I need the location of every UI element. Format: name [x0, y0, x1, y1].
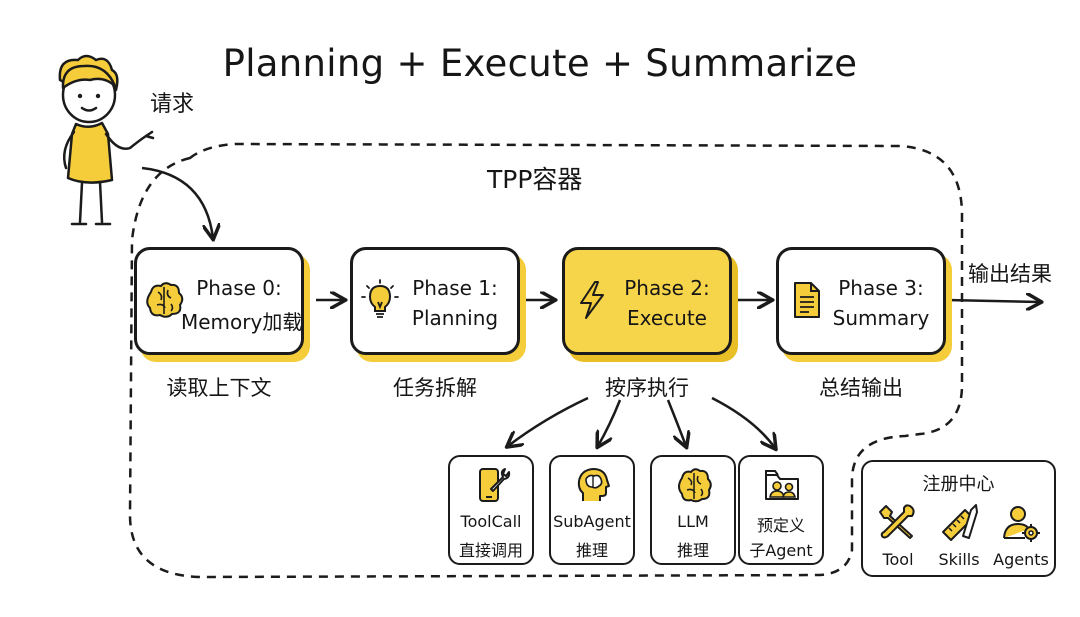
arrow-to-subagent: [598, 399, 622, 446]
output-label: 输出结果: [968, 262, 1052, 286]
phase-3-subtitle: Summary: [832, 306, 930, 330]
pencil-ruler-icon: [942, 504, 978, 541]
document-icon: [794, 282, 820, 318]
phase-0-title: Phase 0:: [196, 276, 282, 300]
mode-toolcall-line2: 直接调用: [458, 541, 523, 560]
mode-subagent-line2: 推理: [575, 541, 608, 560]
brain-icon: [146, 282, 184, 318]
request-label: 请求: [150, 92, 195, 117]
phase-2-box: Phase 2: Execute: [562, 247, 732, 355]
mode-llm: LLM 推理: [650, 455, 736, 565]
tpp-container-outline: [128, 142, 964, 579]
head-brain-icon: [577, 468, 610, 501]
registry-center: 注册中心 Tool Skills Agents: [861, 460, 1056, 577]
page-title: Planning + Execute + Summarize: [222, 42, 858, 85]
brain-icon: [678, 468, 712, 503]
request-arrow: [141, 166, 213, 238]
registry-item-agents: Agents: [991, 502, 1051, 569]
registry-item-tool: Tool: [868, 502, 928, 569]
registry-title: 注册中心: [922, 474, 995, 495]
mode-llm-line1: LLM: [677, 512, 709, 531]
phase-1-box: Phase 1: Planning: [350, 247, 520, 355]
lightbulb-icon: [361, 279, 399, 318]
registry-label-skills: Skills: [938, 550, 980, 569]
phase-2-caption: 按序执行: [605, 376, 689, 400]
phase-3-title: Phase 3:: [838, 276, 924, 300]
phase-2-title: Phase 2:: [624, 276, 710, 300]
phase-0-caption: 读取上下文: [166, 376, 272, 400]
agent-gear-icon: [1003, 506, 1040, 542]
registry-label-agents: Agents: [993, 550, 1049, 569]
person-icon: [58, 54, 155, 226]
arrow-to-predefined: [711, 396, 775, 448]
mode-toolcall-line1: ToolCall: [460, 512, 522, 531]
phone-wrench-icon: [479, 468, 511, 502]
arrow-to-llm: [666, 399, 686, 446]
phase-2-subtitle: Execute: [627, 306, 707, 330]
phase-3-caption: 总结输出: [819, 376, 903, 400]
phase-1-title: Phase 1:: [412, 276, 498, 300]
tools-icon: [879, 504, 915, 539]
phase-1-subtitle: Planning: [411, 306, 499, 330]
folder-people-icon: [765, 470, 799, 500]
mode-subagent-line1: SubAgent: [553, 512, 631, 531]
phase-3-box: Phase 3: Summary: [776, 247, 946, 355]
phase-0-box: Phase 0: Memory加载: [134, 247, 304, 355]
mode-predefined-agent: 预定义 子Agent: [738, 455, 824, 565]
arrow-to-toolcall: [508, 396, 589, 446]
registry-item-skills: Skills: [929, 502, 989, 569]
registry-label-tool: Tool: [882, 550, 914, 569]
arrow-output: [945, 300, 1040, 302]
mode-predefined-line2: 子Agent: [749, 541, 813, 560]
tpp-container-label: TPP容器: [487, 165, 583, 194]
mode-predefined-line1: 预定义: [756, 516, 805, 535]
phase-0-subtitle: Memory加载: [181, 310, 303, 334]
lightning-icon: [580, 281, 604, 319]
mode-subagent: SubAgent 推理: [549, 455, 635, 565]
phase-1-caption: 任务拆解: [393, 376, 477, 400]
mode-llm-line2: 推理: [676, 541, 709, 560]
mode-toolcall: ToolCall 直接调用: [448, 455, 534, 565]
